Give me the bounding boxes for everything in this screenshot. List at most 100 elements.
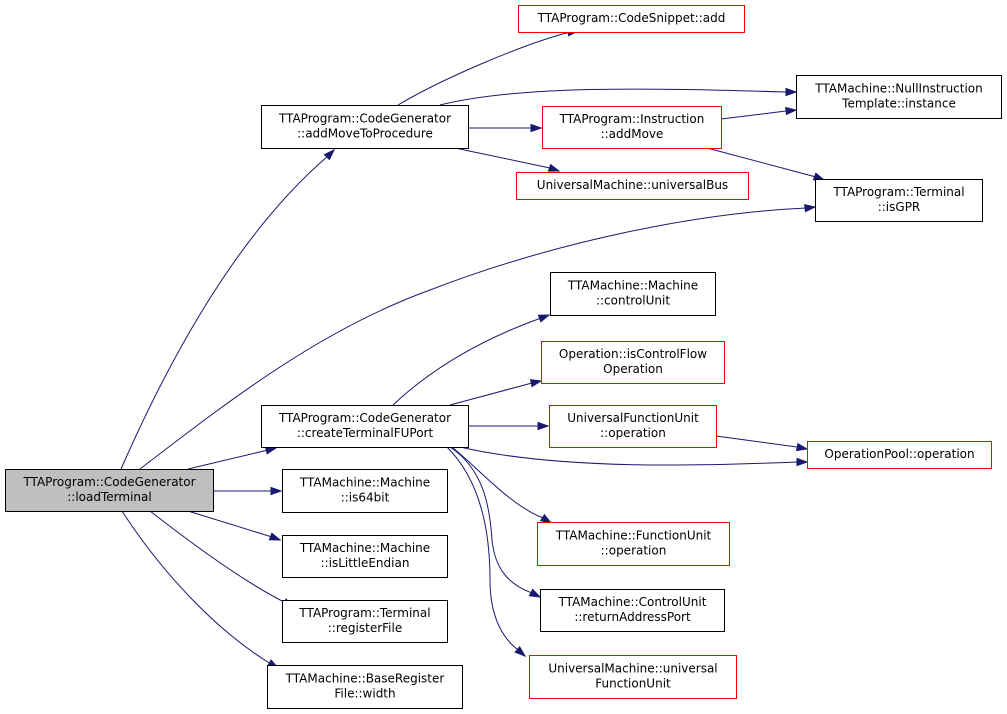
- node-loadTerminal[interactable]: TTAProgram::CodeGenerator::loadTerminal: [5, 469, 214, 512]
- edge-loadTerminal-to-createTerminalFUPort: [187, 446, 278, 470]
- node-label-line: ::operation: [600, 426, 666, 440]
- arrowhead-icon: [268, 532, 282, 541]
- node-machineIsLittleEndian[interactable]: TTAMachine::Machine::isLittleEndian: [282, 535, 448, 578]
- node-label-line: OperationPool::operation: [824, 447, 974, 461]
- node-label-line: UniversalMachine::universal: [548, 662, 717, 676]
- node-label-line: ::isLittleEndian: [321, 556, 410, 570]
- node-label-line: TTAProgram::CodeSnippet::add: [537, 11, 726, 25]
- arrowhead-icon: [785, 106, 798, 116]
- node-box: [541, 341, 725, 384]
- node-label-line: TTAProgram::CodeGenerator: [278, 411, 451, 425]
- node-box: [549, 405, 717, 448]
- call-graph-nodes: TTAProgram::CodeGenerator::loadTerminalT…: [5, 5, 1002, 709]
- node-label-line: ::returnAddressPort: [574, 610, 691, 624]
- node-box: [807, 441, 992, 469]
- node-codeSnippetAdd[interactable]: TTAProgram::CodeSnippet::add: [518, 5, 745, 33]
- edge-line: [120, 155, 329, 470]
- arrowhead-icon: [270, 486, 283, 496]
- node-label-line: File::width: [334, 687, 395, 701]
- edge-createTerminalFUPort-to-universalFunctionUnit: [446, 446, 527, 657]
- node-box: [537, 522, 730, 566]
- arrowhead-icon: [812, 172, 826, 181]
- node-box: [5, 469, 214, 512]
- node-addMoveToProcedure[interactable]: TTAProgram::CodeGenerator::addMoveToProc…: [261, 105, 469, 149]
- edge-loadTerminal-to-machineIsLittleEndian: [187, 510, 282, 541]
- node-createTerminalFUPort[interactable]: TTAProgram::CodeGenerator::createTermina…: [261, 405, 469, 448]
- node-box: [815, 179, 983, 222]
- edge-createTerminalFUPort-to-isControlFlowOperation: [449, 379, 543, 406]
- edge-line: [449, 382, 533, 406]
- node-terminalRegisterFile[interactable]: TTAProgram::Terminal::registerFile: [282, 600, 448, 643]
- call-graph-edges: [120, 28, 826, 669]
- edge-line: [449, 446, 533, 594]
- node-box: [540, 589, 725, 632]
- node-box: [282, 600, 448, 643]
- edge-addMoveToProcedure-to-codeSnippetAdd: [397, 28, 580, 106]
- arrowhead-icon: [537, 314, 551, 323]
- edge-addMoveToProcedure-to-instructionAddMove: [468, 123, 543, 133]
- arrowhead-icon: [529, 379, 543, 388]
- node-label-line: UniversalMachine::universalBus: [537, 178, 728, 192]
- edge-line: [139, 207, 807, 470]
- node-box: [267, 665, 463, 709]
- arrowhead-icon: [547, 163, 561, 172]
- node-universalFUOperation[interactable]: UniversalFunctionUnit::operation: [549, 405, 717, 448]
- node-box: [261, 105, 469, 149]
- node-box: [261, 405, 469, 448]
- edge-loadTerminal-to-machineIs64bit: [213, 486, 283, 496]
- node-label-line: Operation: [603, 362, 663, 376]
- node-label-line: TTAMachine::Machine: [299, 541, 430, 555]
- arrowhead-icon: [530, 123, 543, 133]
- node-box: [542, 106, 722, 149]
- node-label-line: TTAProgram::Instruction: [559, 112, 705, 126]
- edge-createTerminalFUPort-to-machineControlUnit: [392, 314, 551, 406]
- edge-line: [454, 147, 551, 169]
- edge-line: [187, 449, 269, 470]
- node-label-line: ::createTerminalFUPort: [297, 426, 434, 440]
- arrowhead-icon: [514, 645, 527, 657]
- edge-createTerminalFUPort-to-universalFUOperation: [468, 421, 550, 431]
- edge-line: [121, 510, 272, 665]
- edge-loadTerminal-to-terminalIsGPR: [139, 203, 817, 470]
- edge-line: [397, 31, 571, 106]
- edge-line: [392, 317, 542, 406]
- edge-loadTerminal-to-terminalRegisterFile: [149, 510, 295, 608]
- node-machineIs64bit[interactable]: TTAMachine::Machine::is64bit: [282, 469, 448, 513]
- edge-line: [187, 510, 273, 538]
- node-label-line: ::is64bit: [341, 491, 390, 505]
- edge-line: [439, 88, 787, 106]
- node-label-line: TTAProgram::CodeGenerator: [22, 475, 195, 489]
- node-machineControlUnit[interactable]: TTAMachine::Machine::controlUnit: [550, 272, 716, 316]
- node-label-line: TTAMachine::BaseRegister: [285, 672, 445, 686]
- node-label-line: TTAProgram::Terminal: [832, 185, 964, 199]
- edge-instructionAddMove-to-nullInstructionTemplate: [720, 106, 798, 120]
- edge-line: [149, 510, 287, 604]
- node-box: [796, 75, 1002, 119]
- node-box: [516, 172, 749, 200]
- node-box: [529, 655, 737, 699]
- node-terminalIsGPR[interactable]: TTAProgram::Terminal::isGPR: [815, 179, 983, 222]
- node-label-line: UniversalFunctionUnit: [567, 411, 699, 425]
- arrowhead-icon: [323, 148, 336, 161]
- edge-universalFUOperation-to-operationPoolOperation: [715, 435, 809, 452]
- node-operationPoolOperation[interactable]: OperationPool::operation: [807, 441, 992, 469]
- node-label-line: ::loadTerminal: [67, 490, 151, 504]
- node-label-line: TTAMachine::FunctionUnit: [555, 529, 712, 543]
- edge-addMoveToProcedure-to-universalBus: [454, 147, 561, 172]
- node-label-line: ::isGPR: [878, 200, 921, 214]
- node-nullInstructionTemplate[interactable]: TTAMachine::NullInstructionTemplate::ins…: [796, 75, 1002, 119]
- node-instructionAddMove[interactable]: TTAProgram::Instruction::addMove: [542, 106, 722, 149]
- node-label-line: TTAProgram::CodeGenerator: [278, 112, 451, 126]
- node-label-line: ::registerFile: [328, 621, 402, 635]
- node-functionUnitOperation[interactable]: TTAMachine::FunctionUnit::operation: [537, 522, 730, 566]
- node-controlUnitReturnAddressPort[interactable]: TTAMachine::ControlUnit::returnAddressPo…: [540, 589, 725, 632]
- edge-line: [715, 435, 798, 448]
- edge-loadTerminal-to-baseRegisterFileWidth: [121, 510, 280, 669]
- node-universalBus[interactable]: UniversalMachine::universalBus: [516, 172, 749, 200]
- node-label-line: ::addMove: [601, 127, 664, 141]
- arrowhead-icon: [795, 442, 809, 452]
